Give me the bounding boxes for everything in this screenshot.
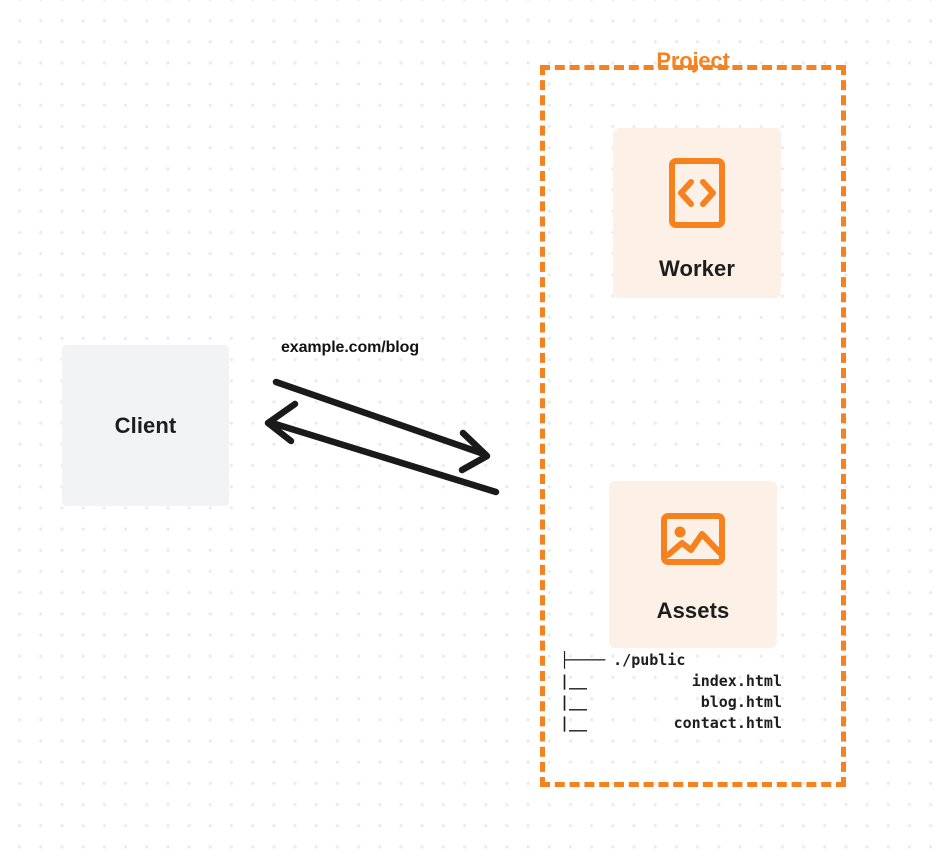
tree-item-name: index.html — [691, 672, 782, 690]
code-brackets-icon — [668, 157, 726, 234]
assets-label: Assets — [656, 598, 730, 623]
project-container — [540, 65, 846, 787]
tree-row: |__ index.html — [560, 671, 782, 692]
assets-node: Assets — [609, 481, 777, 648]
request-arrow — [272, 378, 491, 474]
worker-label: Worker — [659, 256, 735, 281]
tree-branch: |__ — [560, 672, 588, 690]
tree-item-name: contact.html — [673, 714, 782, 732]
response-arrow — [264, 400, 500, 496]
assets-file-tree: ├──── ./public |__ index.html |__ blog.h… — [560, 650, 782, 734]
client-label: Client — [114, 412, 177, 438]
tree-branch: |__ — [560, 693, 588, 711]
tree-item-name: blog.html — [700, 693, 782, 711]
tree-row: |__ contact.html — [560, 713, 782, 734]
image-icon — [660, 510, 726, 573]
tree-row: |__ blog.html — [560, 692, 782, 713]
tree-branch: |__ — [560, 714, 588, 732]
project-title: Project — [656, 48, 730, 73]
connection-label: example.com/blog — [281, 339, 419, 356]
client-node: Client — [62, 345, 229, 506]
tree-branch: ├──── — [560, 651, 606, 669]
tree-item-name: ./public — [613, 651, 686, 669]
worker-node: Worker — [613, 128, 781, 298]
tree-row: ├──── ./public — [560, 650, 782, 671]
